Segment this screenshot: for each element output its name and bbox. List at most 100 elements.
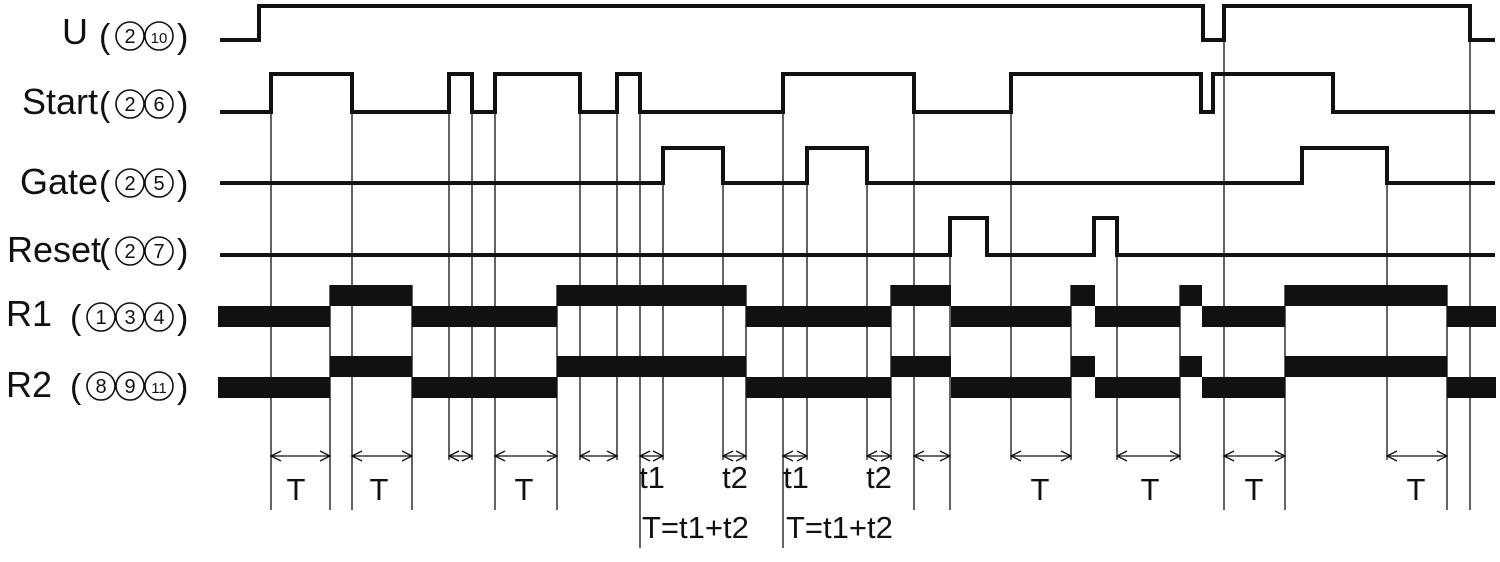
pin-number: 2	[124, 173, 135, 195]
arrow-head-left	[269, 450, 282, 462]
pin-circle	[115, 168, 145, 198]
signal-label-r1: R1	[6, 296, 52, 332]
arrow-head-left	[1385, 450, 1398, 462]
relay-state-bar	[1447, 306, 1496, 327]
relay-state-bar	[1285, 356, 1447, 377]
relay-state-bar	[1202, 377, 1285, 398]
arrow-head-left	[578, 450, 591, 462]
relay-state-bar	[1095, 377, 1180, 398]
open-paren: (	[99, 165, 111, 203]
relay-state-bar	[412, 377, 557, 398]
arrow-head-right	[401, 450, 414, 462]
pin-number: 3	[124, 307, 135, 329]
pin-number: 4	[153, 307, 164, 329]
signal-label-reset: Reset	[7, 232, 101, 268]
arrow-head-left	[721, 450, 734, 462]
relay-state-bar	[412, 306, 557, 327]
close-paren: )	[177, 233, 188, 271]
arrow-head-left	[1009, 450, 1022, 462]
relay-state-bar	[330, 356, 412, 377]
signal-label-u: U	[62, 14, 88, 50]
relay-state-bar	[1180, 285, 1202, 306]
relay-r2-states	[218, 356, 1496, 398]
arrow-head-right	[319, 450, 332, 462]
interval-arrow	[1009, 450, 1073, 462]
pin-circle	[144, 236, 174, 266]
close-paren: )	[177, 165, 188, 203]
open-paren: (	[99, 18, 111, 56]
interval-arrow	[493, 450, 559, 462]
signal-name: Gate	[20, 161, 99, 202]
pin-number: 9	[124, 376, 135, 398]
signal-name: Reset	[7, 229, 102, 270]
pin-circle	[144, 371, 174, 401]
pin-number: 1	[95, 307, 106, 329]
arrow-head-left	[638, 450, 651, 462]
signal-name: U	[62, 11, 88, 52]
close-paren: )	[177, 368, 188, 406]
period-label-t: T	[370, 472, 389, 507]
arrow-head-left	[781, 450, 794, 462]
waveform-gate	[220, 146, 1495, 185]
open-paren: (	[99, 233, 111, 271]
t2-label: t2	[866, 460, 892, 495]
arrow-head-right	[1274, 450, 1287, 462]
pin-number: 8	[95, 376, 106, 398]
pin-circle	[86, 371, 116, 401]
pin-circle	[115, 236, 145, 266]
interval-arrow	[447, 450, 474, 462]
pin-number: 5	[153, 173, 164, 195]
arrow-head-right	[796, 450, 809, 462]
close-paren: )	[177, 18, 188, 56]
pin-number: 10	[151, 30, 168, 47]
open-paren: (	[70, 299, 82, 337]
period-label-t: T	[515, 472, 534, 507]
arrow-head-right	[1436, 450, 1449, 462]
arrow-head-left	[1115, 450, 1128, 462]
signal-label-gate: Gate	[20, 164, 98, 200]
waveform-u	[220, 4, 1495, 42]
pin-circle	[144, 302, 174, 332]
period-label-t: T	[1141, 472, 1160, 507]
t1-label: t1	[639, 460, 665, 495]
relay-r1-states	[218, 285, 1496, 327]
interval-arrow	[1385, 450, 1449, 462]
relay-state-bar	[218, 306, 330, 327]
open-paren: (	[70, 368, 82, 406]
interval-arrow	[721, 450, 748, 462]
period-label-t: T	[287, 472, 306, 507]
close-paren: )	[177, 299, 188, 337]
pin-number: 6	[153, 94, 164, 116]
interval-arrow	[578, 450, 619, 462]
interval-arrow	[865, 450, 893, 462]
arrow-head-left	[447, 450, 460, 462]
pin-number: 2	[124, 94, 135, 116]
interval-arrow	[912, 450, 952, 462]
open-paren: (	[99, 86, 111, 124]
pin-circle	[86, 302, 116, 332]
pin-number: 11	[151, 380, 167, 397]
arrow-head-right	[939, 450, 952, 462]
arrow-head-right	[1060, 450, 1073, 462]
waveform-start	[220, 72, 1495, 114]
signal-name: R2	[6, 364, 53, 405]
relay-state-bar	[557, 356, 746, 377]
arrow-head-left	[1222, 450, 1235, 462]
relay-state-bar	[1202, 306, 1285, 327]
pin-number: 2	[124, 26, 135, 48]
signal-name: R1	[6, 293, 53, 334]
relay-state-bar	[557, 285, 746, 306]
pin-circle	[144, 21, 174, 51]
arrow-head-right	[546, 450, 559, 462]
period-label-t: T	[1031, 472, 1050, 507]
relay-state-bar	[746, 306, 891, 327]
relay-state-bar	[891, 285, 951, 306]
relay-state-bar	[951, 377, 1071, 398]
interval-arrow	[350, 450, 414, 462]
